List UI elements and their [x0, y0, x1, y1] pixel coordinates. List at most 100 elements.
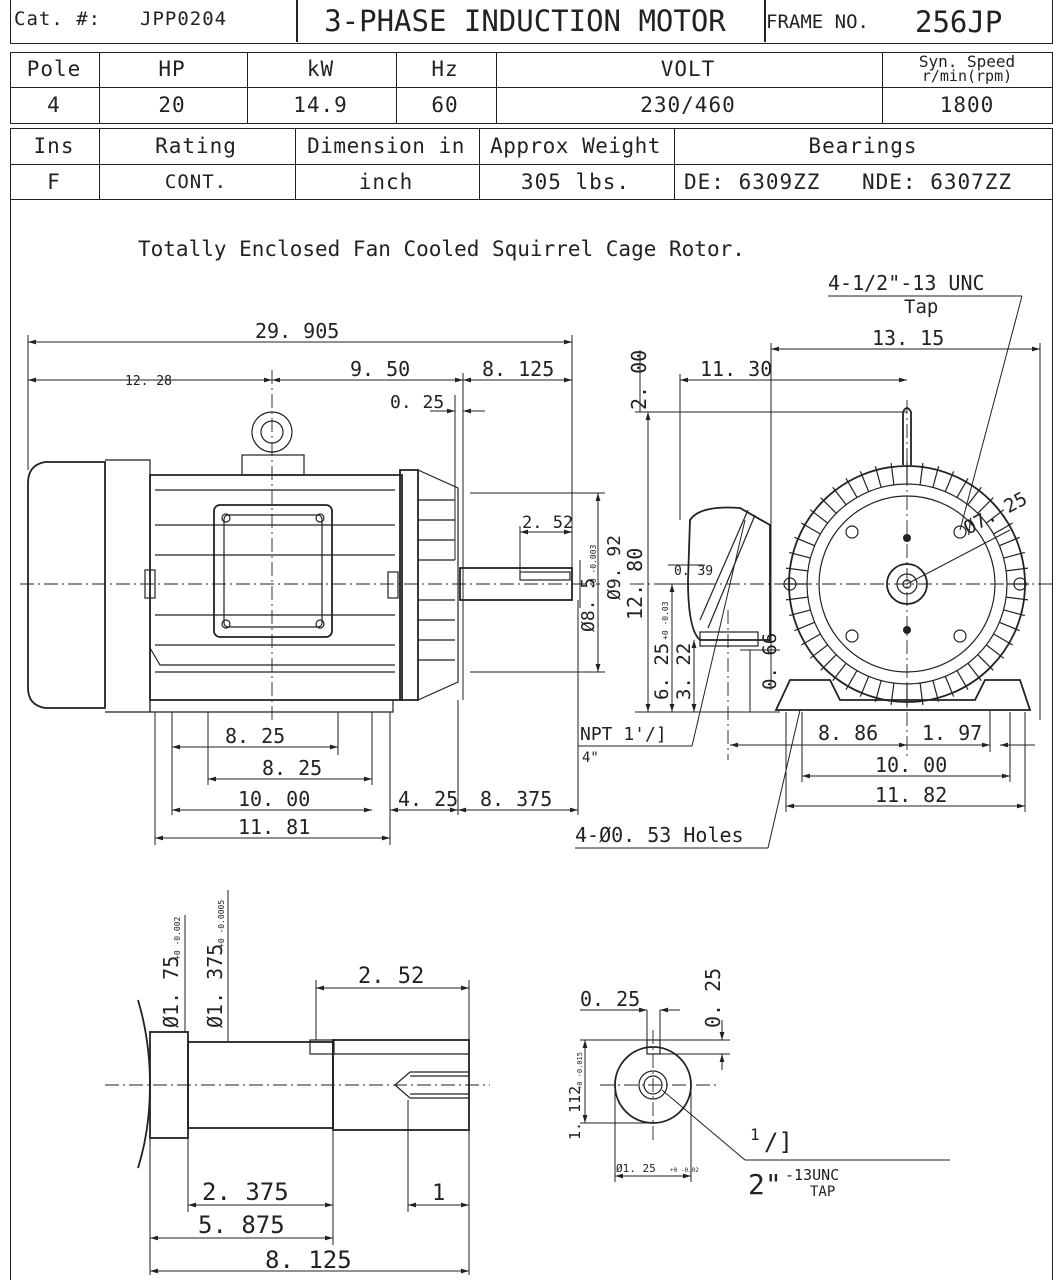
dim-overall-length: 29. 905: [255, 319, 339, 343]
cooling-fin: [789, 551, 811, 559]
cooling-fin: [985, 644, 1005, 659]
rating-value: CONT.: [164, 170, 228, 193]
front-view: 4-1/2"-13 UNC Tap 13. 15 11. 30 2. 00 12…: [575, 271, 1055, 849]
cooling-fin: [789, 609, 811, 617]
speed-value: 1800: [939, 93, 995, 117]
cooling-fin: [999, 536, 1020, 547]
cooling-fin: [794, 536, 815, 547]
dim-key-0-25-h: 0. 25: [580, 987, 640, 1011]
hp-value: 20: [158, 93, 186, 117]
npt-label-2: 4": [582, 750, 599, 766]
dim-dia-1-75-tol: +0 -0.002: [173, 916, 182, 960]
cat-label: Cat. #:: [14, 8, 102, 30]
cooling-fin: [809, 644, 829, 659]
tap-note-1: 1: [750, 1125, 760, 1144]
cooling-fin: [785, 596, 808, 601]
speed-header: Syn. Speed: [918, 51, 1016, 71]
dim-tap-label-2: Tap: [904, 296, 938, 318]
dim-8-25-b: 8. 25: [262, 756, 322, 780]
holes-label: 4-Ø0. 53 Holes: [575, 823, 744, 847]
volt-header: VOLT: [660, 57, 716, 81]
side-view: 29. 905 12. 28 9. 50 8. 125 0. 25 2. 52 …: [20, 319, 625, 845]
dim-8-86: 8. 86: [818, 721, 878, 745]
hz-value: 60: [431, 93, 459, 117]
dim-10-00-front: 10. 00: [875, 753, 947, 777]
dim-12-80: 12. 80: [623, 548, 647, 620]
cooling-fin: [832, 486, 847, 506]
drawing-title: 3-PHASE INDUCTION MOTOR: [324, 4, 726, 38]
weight-value: 305 lbs.: [520, 169, 631, 194]
dim-1-112: 1. 112: [566, 1086, 584, 1140]
cooling-fin: [956, 478, 969, 498]
spec-table-2: [10, 128, 1053, 200]
dim-8-375: 8. 375: [480, 787, 552, 811]
spec-table-1: [10, 52, 1053, 124]
cooling-fin: [932, 680, 940, 702]
dim-10-00-side: 10. 00: [238, 787, 310, 811]
dim-shaft-8-125: 8. 125: [265, 1246, 352, 1274]
cooling-fin: [1006, 596, 1029, 601]
tap-note-3: 2": [748, 1168, 782, 1201]
cooling-fin: [993, 522, 1013, 535]
ins-header: Ins: [33, 133, 75, 158]
cooling-fin: [932, 466, 940, 488]
cooling-fin: [820, 654, 837, 671]
dim-11-82: 11. 82: [875, 783, 947, 807]
tap-note-4: -13UNC: [785, 1166, 839, 1184]
cooling-fin: [859, 471, 870, 492]
kw-header: kW: [306, 57, 335, 81]
speed-header-unit: r/min(rpm): [921, 67, 1013, 85]
rating-header: Rating: [155, 133, 237, 158]
dim-11-30: 11. 30: [700, 357, 772, 381]
cooling-fin: [999, 621, 1020, 632]
frame-value: 256JP: [915, 5, 1003, 39]
dim-0-39: 0. 39: [674, 564, 713, 579]
cooling-fin: [809, 509, 829, 524]
ins-value: F: [47, 169, 61, 194]
cooling-fin: [845, 478, 858, 498]
cooling-fin: [785, 567, 808, 572]
dim-4-25: 4. 25: [398, 787, 458, 811]
cooling-fin: [977, 497, 994, 514]
volt-value: 230/460: [640, 93, 736, 117]
dim-tap-label: 4-1/2"-13 UNC: [828, 271, 985, 295]
tap-note-5: TAP: [810, 1184, 835, 1200]
dim-2-00: 2. 00: [627, 350, 651, 410]
shaft-detail: Ø1. 75 +0 -0.002 Ø1. 375 +0 -0.0005 2. 5…: [105, 890, 490, 1275]
cooling-fin: [832, 662, 847, 682]
dim-13-15: 13. 15: [872, 326, 944, 350]
drawing-frame: [10, 200, 1053, 1280]
dim-2-52: 2. 52: [522, 513, 573, 533]
pole-value: 4: [47, 93, 61, 117]
bearings-header: Bearings: [808, 133, 918, 158]
cooling-fin: [1003, 609, 1025, 617]
cat-value: JPP0204: [140, 8, 228, 30]
cooling-fin: [845, 670, 858, 690]
dim-3-22: 3. 22: [673, 643, 695, 700]
cooling-fin: [890, 462, 895, 485]
dimension-value: inch: [358, 169, 414, 194]
dim-6-25-tol: +0 -0.03: [661, 601, 670, 640]
cooling-fin: [874, 466, 882, 488]
dim-0-66: 0. 66: [759, 633, 781, 690]
dim-11-81: 11. 81: [238, 815, 310, 839]
dim-dia-8-5: Ø8. 5: [578, 578, 599, 632]
cooling-fin: [801, 522, 821, 535]
cooling-fin: [859, 676, 870, 697]
cooling-fin: [820, 497, 837, 514]
dim-6-25: 6. 25: [651, 643, 673, 700]
cooling-fin: [967, 662, 982, 682]
dim-2-375: 2. 375: [202, 1178, 289, 1206]
hz-header: Hz: [431, 57, 459, 81]
cooling-fin: [985, 509, 1005, 524]
cooling-fin: [993, 633, 1013, 646]
dim-dia-7-25: Ø7. 25: [960, 488, 1031, 540]
cooling-fin: [1006, 567, 1029, 572]
kw-value: 14.9: [293, 93, 348, 117]
dim-1-97: 1. 97: [922, 721, 982, 745]
dim-0-25: 0. 25: [390, 392, 444, 413]
dim-dia-9-92: Ø9. 92: [604, 535, 625, 600]
cooling-fin: [1003, 551, 1025, 559]
tap-note-2: /]: [764, 1128, 793, 1156]
